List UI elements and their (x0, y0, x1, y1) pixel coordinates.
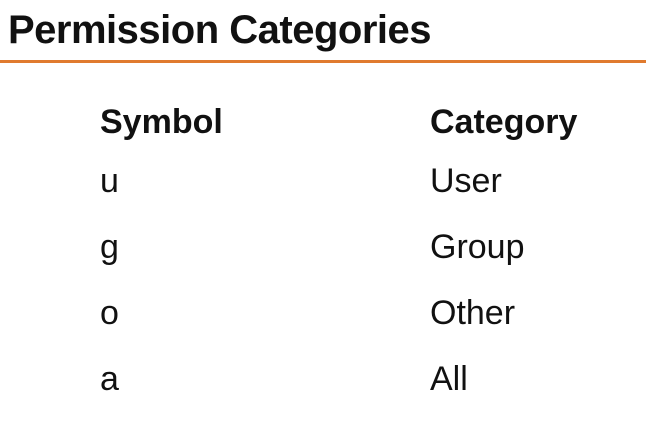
symbol-cell: u (100, 161, 119, 200)
category-cell: User (430, 161, 502, 200)
symbol-cell: g (100, 227, 119, 266)
symbol-cell: a (100, 359, 119, 398)
category-cell: Group (430, 227, 525, 266)
table-row: u User (100, 148, 620, 214)
column-header-category: Category (430, 102, 578, 141)
category-cell: All (430, 359, 468, 398)
page-title: Permission Categories (8, 8, 432, 52)
table-row: o Other (100, 280, 620, 346)
table-row: a All (100, 346, 620, 412)
table-row: g Group (100, 214, 620, 280)
category-cell: Other (430, 293, 516, 332)
symbol-cell: o (100, 293, 119, 332)
title-underline (0, 60, 646, 63)
table-header-row: Symbol Category (100, 96, 620, 148)
column-header-symbol: Symbol (100, 102, 223, 141)
permission-categories-table: Symbol Category u User g Group o Other a… (100, 96, 620, 412)
